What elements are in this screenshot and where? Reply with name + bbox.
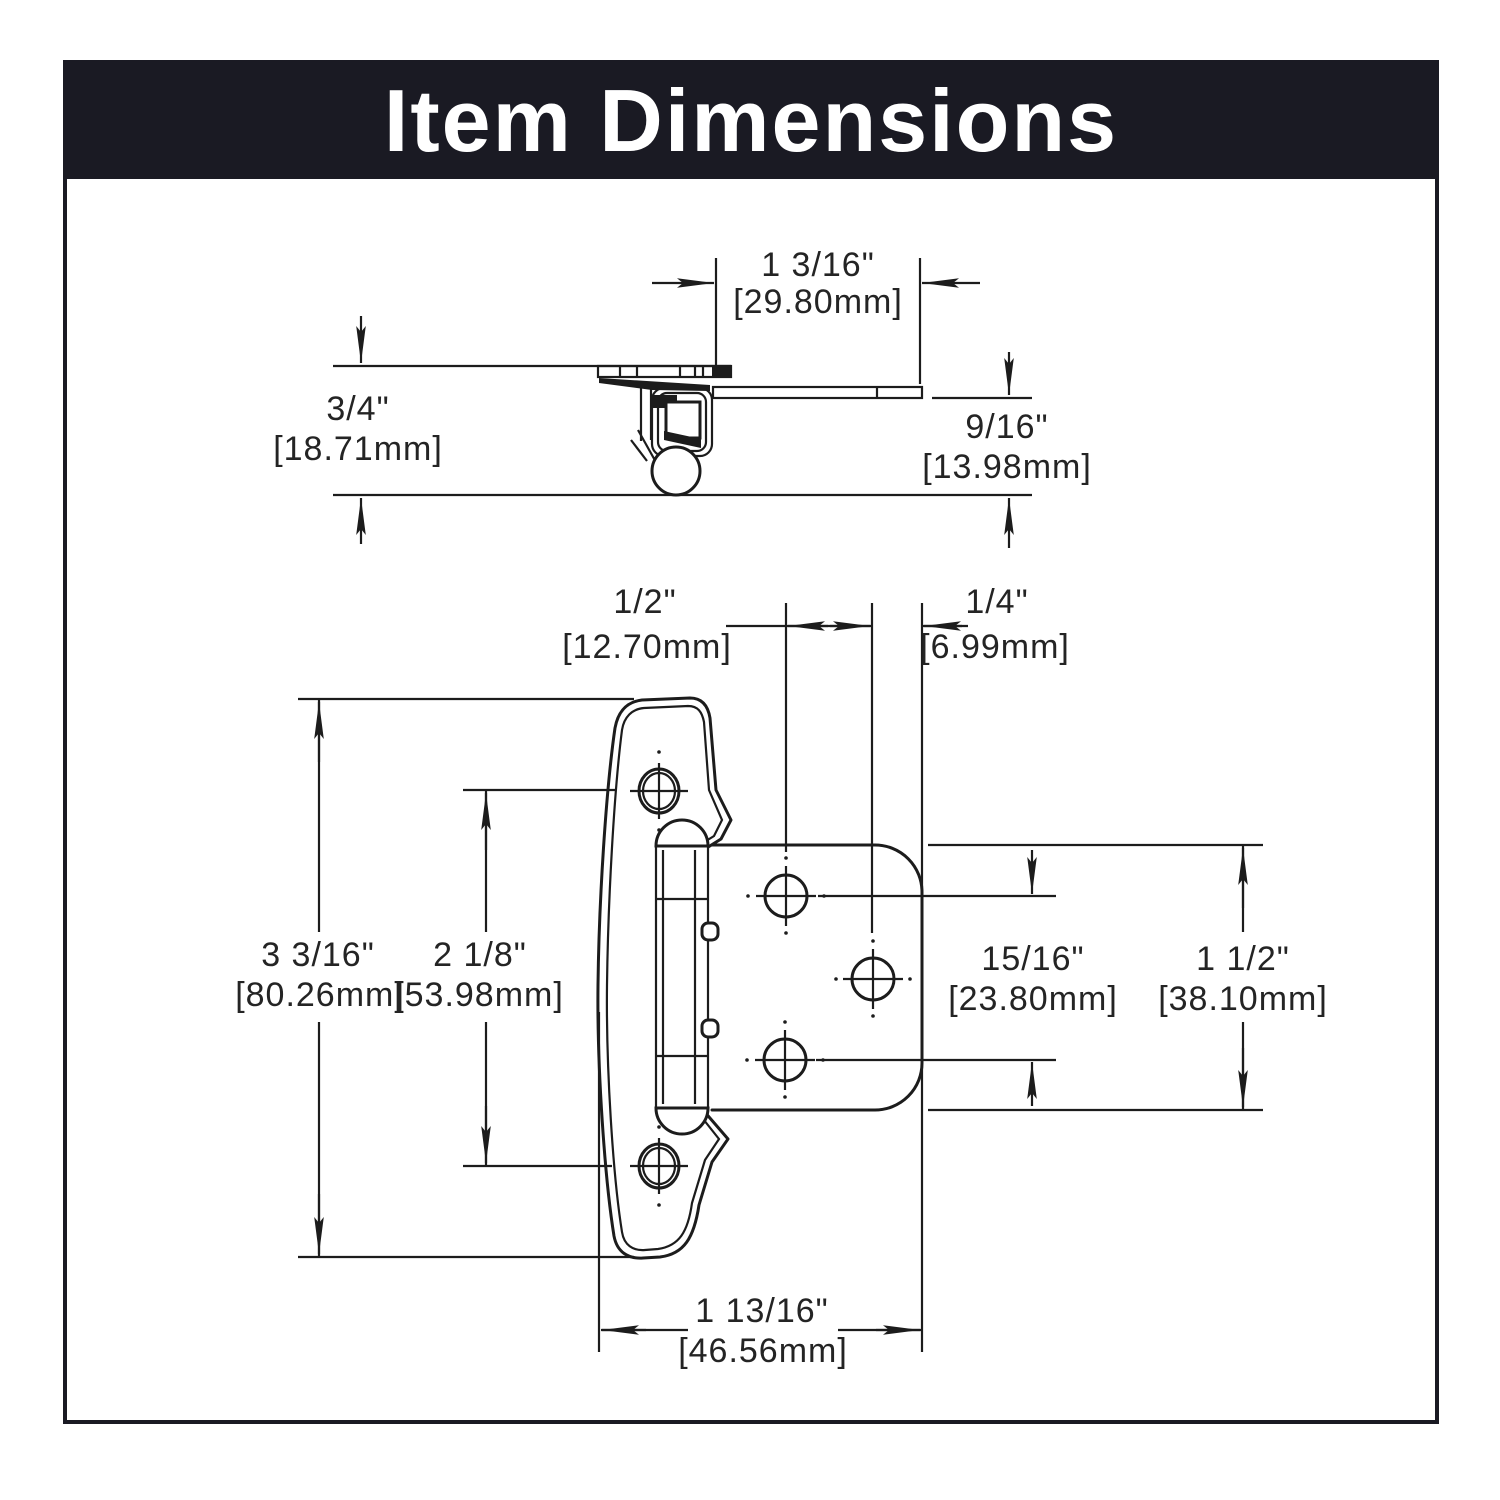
dim-flap-hole-spacing-inch: 15/16" xyxy=(981,940,1084,978)
side-barrel xyxy=(650,445,702,497)
dim-depth: 3/4" [18.71mm] xyxy=(273,316,443,544)
front-barrel xyxy=(654,818,720,1136)
dim-wing-height: 3 3/16" [80.26mm] xyxy=(235,697,634,1259)
flap-screw-hole-middle xyxy=(834,939,912,1018)
dim-wing-height-mm: [80.26mm] xyxy=(235,976,405,1014)
dim-wing-hole-spacing-inch: 2 1/8" xyxy=(433,936,527,974)
frame: Item Dimensions xyxy=(63,60,1439,1424)
dim-edge-offset-mm: [6.99mm] xyxy=(920,628,1070,666)
dim-hole-inset-mm: [12.70mm] xyxy=(562,628,732,666)
dim-flap-hole-spacing: 15/16" [23.80mm] xyxy=(816,850,1118,1106)
dim-flap-hole-spacing-mm: [23.80mm] xyxy=(948,980,1118,1018)
side-cup xyxy=(630,385,714,497)
dim-depth-inch: 3/4" xyxy=(326,390,389,428)
dim-overall-width: 1 13/16" [46.56mm] xyxy=(597,1012,921,1370)
dim-edge-offset: 1/4" [6.99mm] xyxy=(920,583,1070,666)
dim-flap-depth: 9/16" [13.98mm] xyxy=(922,352,1092,548)
flap-screw-hole-bottom xyxy=(745,1020,825,1099)
dim-overall-width-inch: 1 13/16" xyxy=(695,1292,829,1330)
dim-hole-inset: 1/2" [12.70mm] xyxy=(562,583,924,1352)
wing-outline xyxy=(596,696,733,1260)
dim-flap-depth-inch: 9/16" xyxy=(965,408,1048,446)
dim-hole-inset-inch: 1/2" xyxy=(613,583,676,621)
title-banner xyxy=(65,62,1437,179)
dim-depth-mm: [18.71mm] xyxy=(273,430,443,468)
front-view: 1/2" [12.70mm] 1/4" [6.99mm] 3 3/16" [80… xyxy=(235,583,1328,1370)
page-title: Item Dimensions xyxy=(384,71,1118,170)
dim-flap-depth-mm: [13.98mm] xyxy=(922,448,1092,486)
dim-flap-height-inch: 1 1/2" xyxy=(1196,940,1290,978)
outer-border xyxy=(63,60,1439,1424)
dim-wing-height-inch: 3 3/16" xyxy=(261,936,375,974)
dim-offset-top-mm: [29.80mm] xyxy=(733,283,903,321)
dim-wing-hole-spacing: 2 1/8" [53.98mm] xyxy=(394,788,616,1168)
side-view: 1 3/16" [29.80mm] 3/4" [18.71mm] 9/16" [… xyxy=(273,246,1092,548)
dim-offset-top-inch: 1 3/16" xyxy=(761,246,875,284)
wing-screw-hole-bottom xyxy=(630,1125,688,1207)
side-flap xyxy=(711,385,924,400)
dim-flap-height: 1 1/2" [38.10mm] xyxy=(928,843,1328,1112)
dim-offset-top: 1 3/16" [29.80mm] xyxy=(652,246,980,384)
dim-overall-width-mm: [46.56mm] xyxy=(678,1332,848,1370)
dim-flap-height-mm: [38.10mm] xyxy=(1158,980,1328,1018)
dim-wing-hole-spacing-mm: [53.98mm] xyxy=(394,976,564,1014)
dim-edge-offset-inch: 1/4" xyxy=(965,583,1028,621)
flap-screw-hole-top xyxy=(746,856,826,935)
wing-screw-hole-top xyxy=(630,750,688,832)
